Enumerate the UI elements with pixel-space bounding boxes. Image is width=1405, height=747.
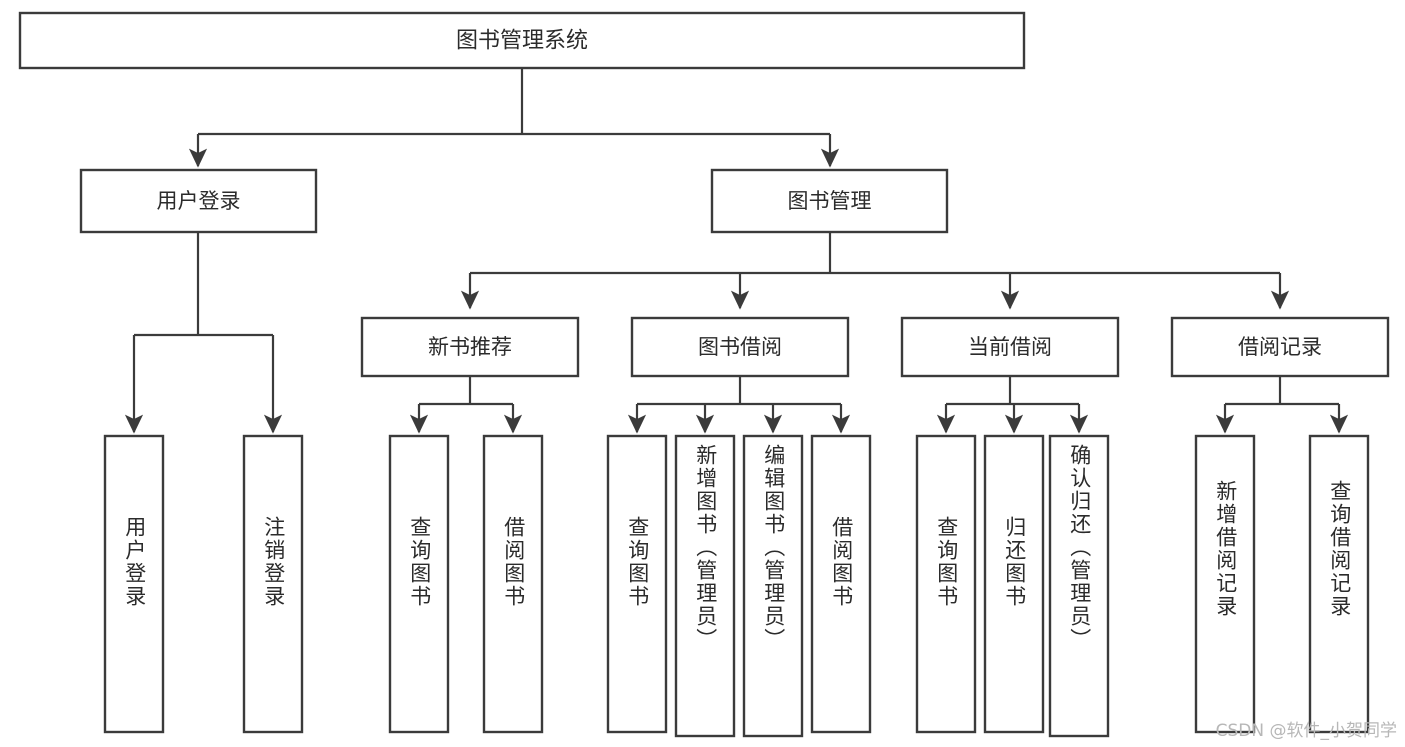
leaf-box-query-book-2[interactable] [606, 434, 668, 734]
connector-group-current-borrow [936, 376, 1089, 434]
connector-group-borrow-record [1215, 376, 1349, 434]
leaf-box-query-book-3[interactable] [915, 434, 977, 734]
node-borrow-record[interactable]: 借阅记录 [1170, 316, 1390, 378]
leaf-box-query-record[interactable] [1308, 434, 1370, 734]
leaf-box-logout-login[interactable] [242, 434, 304, 734]
leaf-group-borrow-record [1194, 434, 1370, 734]
leaf-box-borrow-book-2[interactable] [810, 434, 872, 734]
node-book-manage-label: 图书管理 [788, 189, 872, 213]
node-user-login-label: 用户登录 [157, 189, 241, 213]
node-root[interactable]: 图书管理系统 [18, 11, 1026, 70]
leaf-box-add-record[interactable] [1194, 434, 1256, 734]
leaf-box-add-book[interactable] [674, 434, 736, 738]
node-root-label: 图书管理系统 [456, 29, 588, 54]
leaf-box-return-book[interactable] [983, 434, 1045, 734]
leaf-group-new-book-recommend [388, 434, 544, 734]
node-borrow-record-box[interactable] [1170, 316, 1390, 378]
node-root-box[interactable] [18, 11, 1026, 70]
node-current-borrow-label: 当前借阅 [968, 335, 1052, 359]
leaf-group-book-borrow [606, 434, 872, 738]
node-new-book-recommend[interactable]: 新书推荐 [360, 316, 580, 378]
connector-group-new-book-recommend [409, 376, 523, 434]
leaf-box-user-login[interactable] [103, 434, 165, 734]
leaf-box-confirm-return[interactable] [1048, 434, 1110, 738]
connector-group-book-manage [460, 232, 1290, 310]
node-new-book-recommend-label: 新书推荐 [428, 335, 512, 359]
leaf-box-query-book-1[interactable] [388, 434, 450, 734]
node-book-manage[interactable]: 图书管理 [710, 168, 949, 234]
node-book-borrow[interactable]: 图书借阅 [630, 316, 850, 378]
node-new-book-recommend-box[interactable] [360, 316, 580, 378]
connector-group-user-login [124, 232, 283, 434]
node-user-login-box[interactable] [79, 168, 318, 234]
connector-group-book-borrow [627, 376, 851, 434]
node-borrow-record-label: 借阅记录 [1238, 335, 1322, 359]
connector-group-root [188, 68, 840, 168]
node-book-borrow-label: 图书借阅 [698, 335, 782, 359]
node-current-borrow-box[interactable] [900, 316, 1120, 378]
leaf-group-user-login [103, 434, 304, 734]
node-book-borrow-box[interactable] [630, 316, 850, 378]
leaf-box-edit-book[interactable] [742, 434, 804, 738]
node-book-manage-box[interactable] [710, 168, 949, 234]
leaf-box-borrow-book-1[interactable] [482, 434, 544, 734]
leaf-group-current-borrow [915, 434, 1110, 738]
node-current-borrow[interactable]: 当前借阅 [900, 316, 1120, 378]
node-user-login[interactable]: 用户登录 [79, 168, 318, 234]
